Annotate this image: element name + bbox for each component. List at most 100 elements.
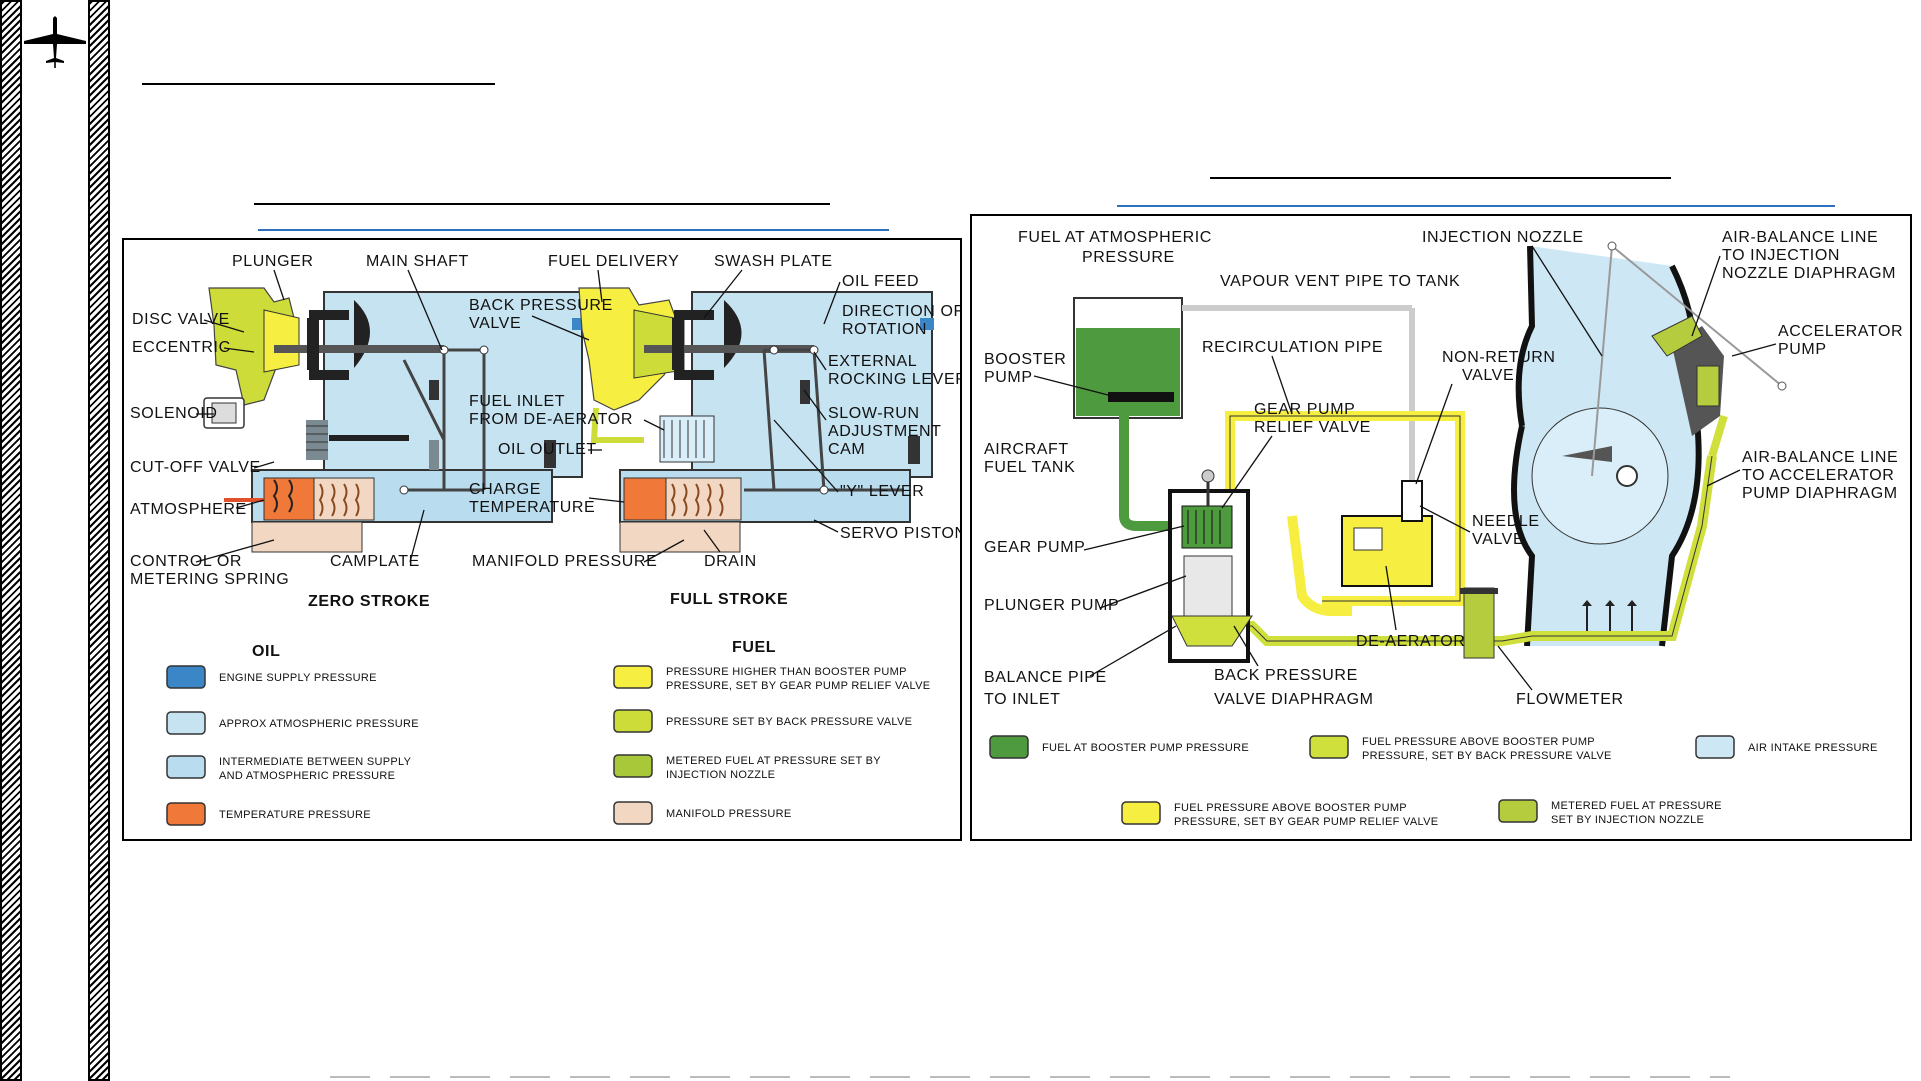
system-legend-label: FUEL AT BOOSTER PUMP PRESSURE [1042, 742, 1249, 754]
system-legend-label-line2: SET BY INJECTION NOZZLE [1551, 814, 1704, 826]
leader-lines [195, 269, 841, 563]
label-fuel-atmospheric-2: PRESSURE [1082, 249, 1175, 266]
label-direction-2: ROTATION [842, 321, 927, 338]
label-full-stroke: FULL STROKE [670, 591, 788, 608]
aircraft-silhouette-icon [24, 16, 86, 68]
label-control-spring-1: CONTROL OR [130, 553, 242, 570]
label-solenoid: SOLENOID [130, 405, 218, 422]
label-balance-pipe-2: TO INLET [984, 691, 1061, 708]
label-needle-valve-2: VALVE [1472, 531, 1524, 548]
label-back-pressure-diaphragm-1: BACK PRESSURE [1214, 667, 1358, 684]
label-air-balance-acc-3: PUMP DIAPHRAGM [1742, 485, 1898, 502]
fuel-legend-swatch [613, 709, 653, 733]
label-aircraft-fuel-tank-1: AIRCRAFT [984, 441, 1069, 458]
label-booster-pump-1: BOOSTER [984, 351, 1066, 368]
label-charge-temp-2: TEMPERATURE [469, 499, 595, 516]
label-back-pressure-2: VALVE [469, 315, 521, 332]
fuel-pump-diagram-panel: PLUNGER MAIN SHAFT FUEL DELIVERY SWASH P… [122, 238, 962, 841]
label-y-lever: "Y" LEVER [840, 483, 924, 500]
label-needle-valve-1: NEEDLE [1472, 513, 1540, 530]
system-legend-label: AIR INTAKE PRESSURE [1748, 742, 1878, 754]
system-legend-swatch [1309, 735, 1349, 759]
label-flowmeter: FLOWMETER [1516, 691, 1624, 708]
label-oil-feed: OIL FEED [842, 273, 919, 290]
label-aircraft-fuel-tank-2: FUEL TANK [984, 459, 1075, 476]
label-air-balance-acc-2: TO ACCELERATOR [1742, 467, 1894, 484]
system-legend-label-line2: PRESSURE, SET BY GEAR PUMP RELIEF VALVE [1174, 816, 1438, 828]
system-legend-label-line2: PRESSURE, SET BY BACK PRESSURE VALVE [1362, 750, 1612, 762]
fuel-tank [1073, 297, 1415, 486]
label-accelerator-pump-1: ACCELERATOR [1778, 323, 1903, 340]
air-intake [1511, 241, 1787, 647]
fuel-legend-label: PRESSURE SET BY BACK PRESSURE VALVE [666, 716, 912, 728]
system-legend-label: FUEL PRESSURE ABOVE BOOSTER PUMP [1362, 736, 1595, 748]
system-legend-swatch [989, 735, 1029, 759]
full-stroke-pump [578, 287, 934, 553]
label-direction-1: DIRECTION OF [842, 303, 960, 320]
system-legend-label: FUEL PRESSURE ABOVE BOOSTER PUMP [1174, 802, 1407, 814]
label-external-1: EXTERNAL [828, 353, 917, 370]
left-caption-blue-line [258, 229, 889, 231]
label-air-balance-inj-3: NOZZLE DIAPHRAGM [1722, 265, 1896, 282]
label-plunger: PLUNGER [232, 253, 314, 270]
fuel-legend-label-line2: INJECTION NOZZLE [666, 769, 775, 781]
label-back-pressure-1: BACK PRESSURE [469, 297, 613, 314]
fuel-legend-label: METERED FUEL AT PRESSURE SET BY [666, 755, 881, 767]
label-non-return-1: NON-RETURN [1442, 349, 1556, 366]
right-caption-blue-line [1117, 205, 1835, 207]
label-zero-stroke: ZERO STROKE [308, 593, 430, 610]
label-gear-pump-relief-1: GEAR PUMP [1254, 401, 1355, 418]
label-plunger-pump: PLUNGER PUMP [984, 597, 1119, 614]
label-air-balance-acc-1: AIR-BALANCE LINE [1742, 449, 1898, 466]
label-slow-run-1: SLOW-RUN [828, 405, 920, 422]
right-hatched-rail [88, 0, 110, 1081]
fuel-legend-label: MANIFOLD PRESSURE [666, 808, 792, 820]
system-legend-swatch [1121, 801, 1161, 825]
system-legend-swatch [1498, 799, 1538, 823]
fuel-legend-swatch [613, 754, 653, 778]
label-cut-off-valve: CUT-OFF VALVE [130, 459, 261, 476]
fuel-legend-swatch [613, 665, 653, 689]
footer-rule [330, 1076, 1730, 1078]
label-atmosphere: ATMOSPHERE [130, 501, 247, 518]
label-camplate: CAMPLATE [330, 553, 420, 570]
oil-legend-label: INTERMEDIATE BETWEEN SUPPLY [219, 756, 412, 768]
zero-stroke-pump [203, 287, 586, 553]
oil-legend-swatch [166, 755, 206, 779]
label-non-return-2: VALVE [1462, 367, 1514, 384]
label-fuel-atmospheric-1: FUEL AT ATMOSPHERIC [1018, 229, 1212, 246]
legend-fuel-title: FUEL [732, 639, 776, 656]
label-oil-outlet: OIL OUTLET [498, 441, 597, 458]
label-injection-nozzle: INJECTION NOZZLE [1422, 229, 1584, 246]
label-drain: DRAIN [704, 553, 757, 570]
oil-legend-label: TEMPERATURE PRESSURE [219, 809, 371, 821]
label-vapour-vent: VAPOUR VENT PIPE TO TANK [1220, 273, 1460, 290]
oil-legend-swatch [166, 711, 206, 735]
label-fuel-inlet-2: FROM DE-AERATOR [469, 411, 633, 428]
label-booster-pump-2: PUMP [984, 369, 1033, 386]
label-gear-pump-relief-2: RELIEF VALVE [1254, 419, 1371, 436]
label-main-shaft: MAIN SHAFT [366, 253, 469, 270]
label-disc-valve: DISC VALVE [132, 311, 230, 328]
legend-oil-title: OIL [252, 643, 280, 660]
label-eccentric: ECCENTRIC [132, 339, 231, 356]
label-air-balance-inj-1: AIR-BALANCE LINE [1722, 229, 1878, 246]
label-air-balance-inj-2: TO INJECTION [1722, 247, 1840, 264]
oil-legend-swatch [166, 665, 206, 689]
fuel-pump-diagram: PLUNGER MAIN SHAFT FUEL DELIVERY SWASH P… [130, 253, 960, 826]
label-fuel-delivery: FUEL DELIVERY [548, 253, 679, 270]
label-control-spring-2: METERING SPRING [130, 571, 289, 588]
oil-legend-label: APPROX ATMOSPHERIC PRESSURE [219, 718, 419, 730]
fuel-legend-swatch [613, 801, 653, 825]
left-caption-line [254, 203, 830, 205]
system-legend-label: METERED FUEL AT PRESSURE [1551, 800, 1722, 812]
label-swash-plate: SWASH PLATE [714, 253, 833, 270]
label-slow-run-2: ADJUSTMENT [828, 423, 942, 440]
fuel-system-diagram: FUEL AT ATMOSPHERIC PRESSURE INJECTION N… [984, 229, 1903, 828]
fuel-pipes [1119, 411, 1728, 646]
label-gear-pump: GEAR PUMP [984, 539, 1085, 556]
pump-assembly [1168, 469, 1498, 663]
right-caption-line [1210, 177, 1671, 179]
label-back-pressure-diaphragm-2: VALVE DIAPHRAGM [1214, 691, 1374, 708]
